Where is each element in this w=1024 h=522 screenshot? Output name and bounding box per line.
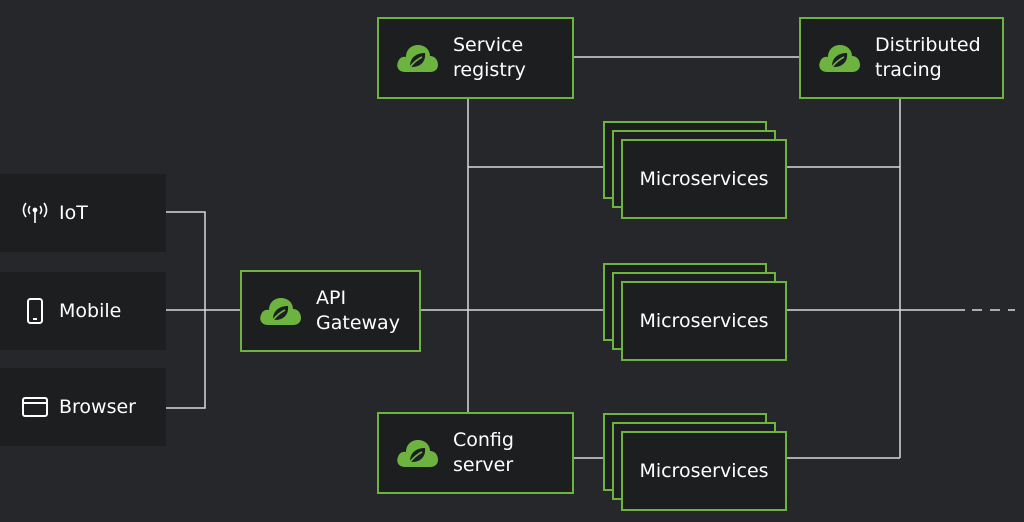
client-iot-label: IoT	[59, 202, 88, 224]
microservices-label: Microservices	[639, 310, 769, 332]
client-browser: Browser	[0, 368, 166, 446]
spring-leaf-icon	[395, 40, 439, 76]
microservices-label: Microservices	[639, 168, 769, 190]
microservices-card: Microservices	[621, 431, 787, 511]
iot-antenna-icon	[20, 202, 50, 224]
microservices-label: Microservices	[639, 460, 769, 482]
client-browser-label: Browser	[59, 396, 136, 418]
mobile-phone-icon	[20, 297, 50, 325]
browser-window-icon	[20, 396, 50, 418]
spring-leaf-icon	[817, 40, 861, 76]
microservices-card: Microservices	[621, 281, 787, 361]
client-mobile-label: Mobile	[59, 300, 122, 322]
client-iot: IoT	[0, 174, 166, 252]
client-mobile: Mobile	[0, 272, 166, 350]
spring-leaf-icon	[395, 435, 439, 471]
spring-leaf-icon	[258, 293, 302, 329]
microservices-card: Microservices	[621, 139, 787, 219]
